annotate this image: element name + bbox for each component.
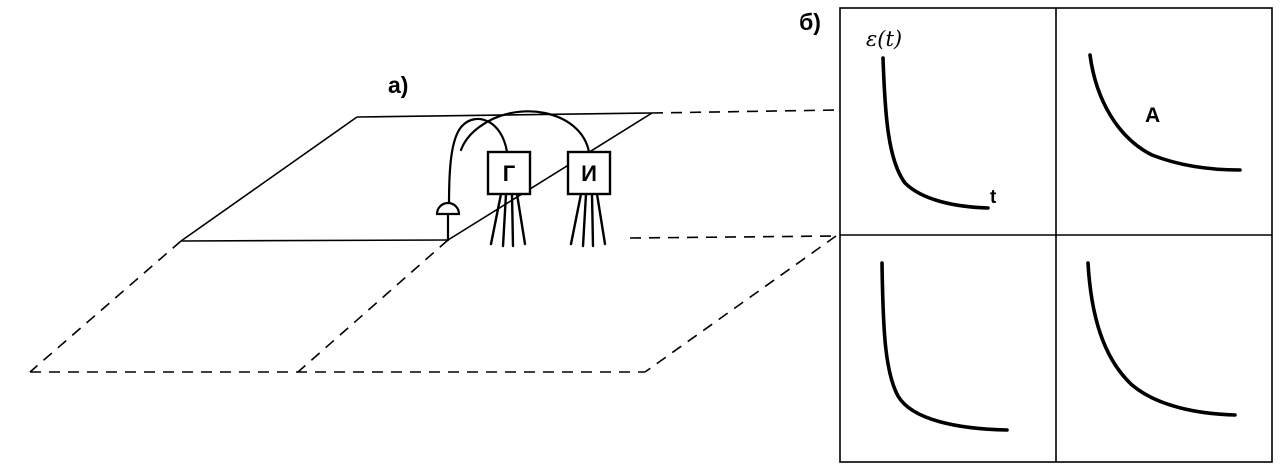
generator-unit: Г bbox=[486, 150, 532, 248]
cable-generator-to-probe bbox=[447, 117, 509, 206]
probe-electrode bbox=[435, 201, 461, 242]
receiver-label: И bbox=[581, 161, 597, 186]
time-axis-label: t bbox=[990, 187, 997, 208]
tripod-leg bbox=[595, 192, 607, 246]
plane-middle-edge-solid bbox=[180, 239, 448, 242]
plot-top-left: ε(t) t bbox=[866, 27, 997, 210]
panel-b-label: б) bbox=[799, 9, 821, 35]
receiver-unit: И bbox=[566, 150, 612, 248]
plane-middle-edge-dashed bbox=[629, 235, 837, 239]
decay-curve-top-right bbox=[1088, 53, 1242, 172]
plot-grid bbox=[839, 7, 1273, 463]
tripod-leg bbox=[515, 192, 527, 246]
plane-inner-diagonal-dashed bbox=[297, 239, 449, 373]
decay-curve-top-left bbox=[881, 56, 990, 210]
panel-a-label: а) bbox=[388, 72, 408, 98]
epsilon-axis-label: ε(t) bbox=[866, 27, 902, 51]
tripod-leg bbox=[489, 192, 503, 246]
plot-bottom-right bbox=[1086, 261, 1237, 417]
plane-lower-right-edge bbox=[644, 235, 837, 373]
panel-b: б) ε(t) t А bbox=[799, 7, 1273, 463]
decay-curve-bottom-right bbox=[1086, 261, 1237, 417]
tripod-leg bbox=[581, 192, 588, 248]
ground-plane bbox=[29, 109, 839, 373]
plot-top-right: А bbox=[1088, 53, 1242, 172]
tripod-leg bbox=[569, 192, 583, 246]
curve-annotation-a: А bbox=[1145, 104, 1160, 127]
plane-left-edge bbox=[180, 116, 358, 242]
generator-label: Г bbox=[503, 161, 516, 186]
tripod-leg bbox=[501, 192, 508, 248]
plane-lower-left-edge bbox=[29, 240, 182, 373]
plane-inner-diagonal bbox=[447, 112, 653, 241]
tripod-leg bbox=[510, 192, 515, 248]
receiver-box bbox=[566, 150, 612, 196]
probe-dome bbox=[435, 201, 461, 216]
cable-receiver-arc bbox=[459, 110, 591, 154]
decay-curve-bottom-left bbox=[880, 261, 1009, 432]
receiver-tripod bbox=[569, 192, 607, 248]
plot-bottom-left bbox=[880, 261, 1009, 432]
generator-box bbox=[486, 150, 532, 196]
tripod-leg bbox=[590, 192, 595, 248]
generator-tripod bbox=[489, 192, 527, 248]
plane-top-edge-dashed bbox=[651, 109, 839, 114]
panel-a: а) bbox=[29, 72, 839, 373]
